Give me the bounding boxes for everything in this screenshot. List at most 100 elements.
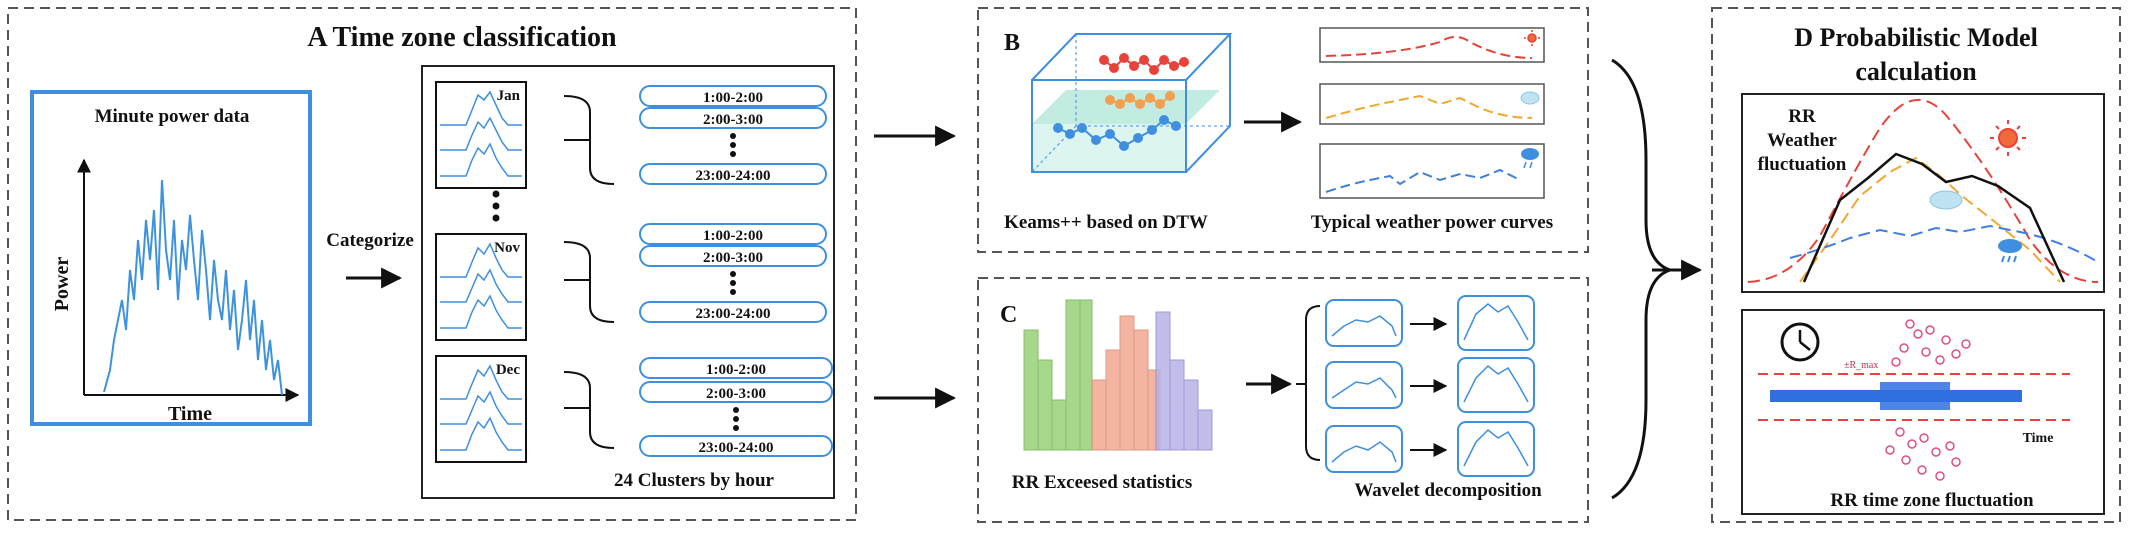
jan-slot-1-label: 1:00-2:00 — [703, 90, 763, 106]
kmeans-cube — [1031, 33, 1233, 173]
green-bar-group — [1023, 299, 1093, 451]
jan-slot-3-label: 23:00-24:00 — [696, 168, 771, 184]
dec-ellipsis-dot — [733, 407, 739, 413]
cube-hidden-edge — [1031, 125, 1077, 173]
wavelet-input-1-curve — [1331, 315, 1397, 337]
cluster-cloudy-dots — [1105, 91, 1175, 109]
wavelet-output-3-curve — [1463, 428, 1529, 467]
panel-d-title-line1: D Probabilistic Model — [1794, 23, 2038, 52]
months-ellipsis-dot — [492, 214, 500, 222]
sun-icon-large — [1990, 120, 2026, 156]
panel-c-letter: C — [1000, 302, 1017, 328]
rain-cloud-icon — [1521, 148, 1539, 169]
month-curves-nov — [440, 242, 522, 329]
cluster-rainy-points — [1057, 118, 1177, 148]
weather-fluctuation-box — [1741, 93, 2105, 293]
weather-label-line2: Weather — [1767, 130, 1837, 151]
month-curves-dec — [440, 364, 522, 451]
jan-ellipsis-dot — [730, 142, 736, 148]
panel-a-frame — [7, 7, 857, 521]
rainy-curve-box — [1319, 143, 1545, 199]
wavelet-output-2 — [1457, 357, 1535, 413]
power-y-axis-label: Power — [51, 257, 73, 312]
jan-slot-1 — [639, 85, 827, 107]
dense-blue-core — [1880, 382, 1950, 410]
rainy-curve — [1325, 168, 1521, 193]
wavelet-input-2 — [1325, 361, 1403, 409]
nov-slot-1-label: 1:00-2:00 — [703, 228, 763, 244]
dec-slot-1 — [639, 357, 833, 379]
sun-icon — [1524, 30, 1540, 46]
cloud-icon-large — [1929, 190, 1963, 210]
jan-ellipsis-dot — [730, 133, 736, 139]
time-axis-label: Time — [2023, 431, 2054, 446]
jan-slot-3 — [639, 163, 827, 185]
wavelet-output-1 — [1457, 295, 1535, 351]
months-ellipsis-dot — [492, 190, 500, 198]
nov-slot-3-label: 23:00-24:00 — [696, 306, 771, 322]
exceedance-markers — [1885, 319, 1971, 481]
wavelet-grid — [1325, 295, 1535, 477]
dec-bracket — [563, 371, 615, 449]
dec-ellipsis-dot — [733, 416, 739, 422]
wavelet-caption: Wavelet decomposition — [1354, 480, 1542, 501]
nov-ellipsis-dot — [730, 271, 736, 277]
cube-right-edges — [1185, 34, 1231, 173]
panel-d-frame — [1711, 7, 2121, 523]
nov-ellipsis-dot — [730, 289, 736, 295]
cluster-sunny-dots — [1099, 53, 1189, 75]
salmon-bar-group — [1091, 315, 1161, 451]
month-group-dec: Dec 1:00-2:00 2:00-3:00 23:00-24:00 — [435, 355, 833, 463]
nov-slot-1 — [639, 223, 827, 245]
panel-d-title-line2: calculation — [1855, 57, 1977, 86]
panel-b-letter: B — [1004, 30, 1020, 56]
rr-weather-line — [1802, 152, 2066, 283]
dec-slot-3-label: 23:00-24:00 — [699, 440, 774, 456]
clusters-caption: 24 Clusters by hour — [614, 470, 774, 491]
cloudy-curve — [1325, 94, 1533, 119]
month-curves-jan — [440, 90, 522, 177]
lavender-bar-group — [1155, 311, 1213, 451]
nov-slot-2-label: 2:00-3:00 — [703, 250, 763, 266]
jan-slot-2-label: 2:00-3:00 — [703, 112, 763, 128]
wavelet-bracket — [1296, 305, 1321, 461]
dec-slot-2-label: 2:00-3:00 — [706, 386, 766, 402]
max-threshold-formula: ±R_max — [1844, 360, 1878, 371]
panel-c-frame — [977, 277, 1589, 523]
clock-icon — [1780, 322, 1820, 362]
wavelet-output-3 — [1457, 421, 1535, 477]
month-thumb-jan — [435, 81, 527, 189]
sunny-curve — [1325, 36, 1533, 59]
weather-label-line3: fluctuation — [1758, 154, 1847, 175]
minute-power-box — [30, 90, 312, 426]
merge-brace — [1611, 58, 1675, 500]
month-label-jan: Jan — [497, 88, 521, 104]
nov-ellipsis-dot — [730, 280, 736, 286]
cluster-rainy-dots — [1053, 115, 1181, 151]
wavelet-output-1-curve — [1463, 303, 1529, 341]
weather-curve-cloudy — [1319, 83, 1545, 125]
weather-curve-rainy — [1319, 143, 1545, 199]
month-label-nov: Nov — [494, 240, 520, 256]
wavelet-input-2-curve — [1331, 377, 1397, 399]
month-group-nov: Nov 1:00-2:00 2:00-3:00 23:00-24:00 — [435, 223, 827, 341]
power-x-axis-label: Time — [168, 403, 212, 425]
wavelet-input-3-curve — [1331, 441, 1397, 463]
rain-cloud-icon-large — [1998, 239, 2022, 263]
month-label-dec: Dec — [496, 362, 520, 378]
cloud-icon — [1520, 91, 1540, 105]
jan-ellipsis-dot — [730, 151, 736, 157]
kmeans-caption: Keams++ based on DTW — [1004, 212, 1208, 233]
month-group-jan: Jan 1:00-2:00 2:00-3:00 23:00-24:00 — [435, 81, 827, 189]
timezone-caption: RR time zone fluctuation — [1830, 490, 2034, 511]
wavelet-output-2-curve — [1463, 364, 1529, 403]
sunny-envelope-curve — [1747, 98, 2099, 283]
panel-b-frame — [977, 7, 1589, 253]
weather-label-line1: RR — [1788, 106, 1816, 127]
nov-bracket — [563, 241, 615, 323]
minute-power-title: Minute power data — [95, 106, 250, 127]
wavelet-input-1 — [1325, 299, 1403, 347]
dec-slot-1-label: 1:00-2:00 — [706, 362, 766, 378]
categorize-label: Categorize — [326, 230, 414, 251]
